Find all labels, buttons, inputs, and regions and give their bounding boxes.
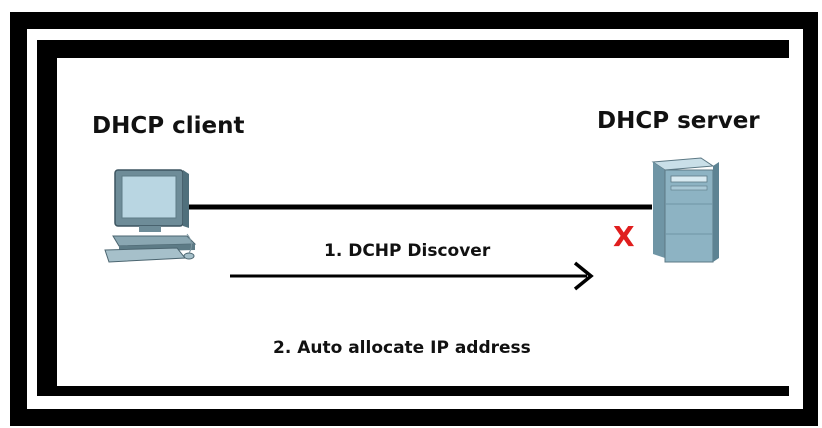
failure-mark: X [613,220,635,253]
diagram-canvas: DHCP client DHCP server 1. DCHP Discover… [57,58,799,386]
step-allocate-label: 2. Auto allocate IP address [273,338,531,358]
discover-arrow [230,261,594,291]
server-label: DHCP server [597,108,760,134]
diagram-graphics [104,157,719,291]
server-icon [651,157,719,263]
client-label: DHCP client [92,113,245,139]
step-discover-label: 1. DCHP Discover [324,241,491,261]
computer-icon [104,169,197,263]
